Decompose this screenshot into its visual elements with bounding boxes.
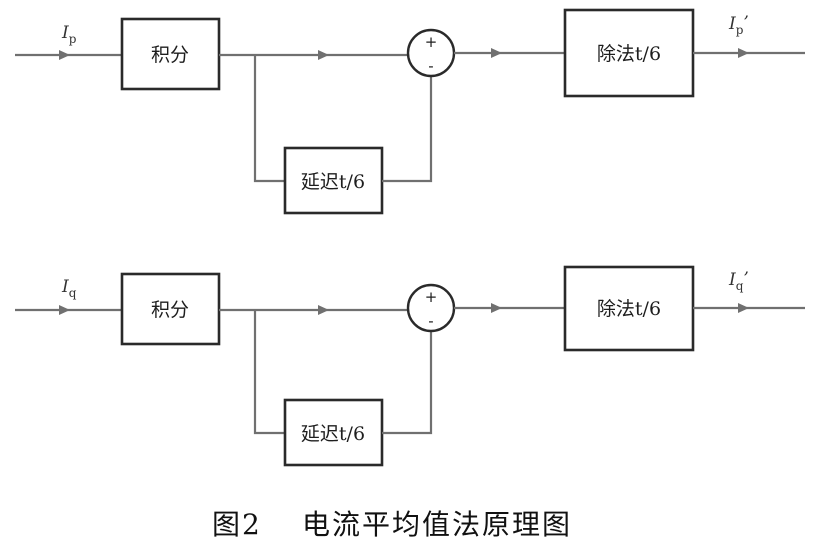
- bottom-row: Iq 积分 延迟t/6 + - 除法t/6 Iq’: [15, 265, 805, 467]
- top-mid-arrow: [318, 50, 329, 60]
- bottom-sum-output-arrow: [491, 303, 502, 313]
- bottom-delay-block: [283, 398, 384, 467]
- bottom-delay-branch-line: [253, 310, 285, 435]
- top-sum-output-arrow: [491, 48, 502, 58]
- bottom-plus-sign: +: [425, 288, 438, 306]
- top-output-arrow: [738, 48, 749, 58]
- top-delay-branch-line: [253, 55, 285, 183]
- top-output-signal: Ip’: [728, 13, 749, 37]
- bottom-divider-block: [563, 265, 695, 352]
- bottom-output-arrow: [738, 303, 749, 313]
- top-feedback-line: [382, 77, 433, 183]
- bottom-output-signal: Iq’: [728, 269, 749, 293]
- bottom-divider-label: 除法t/6: [597, 298, 661, 320]
- top-plus-sign: +: [425, 33, 438, 51]
- top-integrator-label: 积分: [151, 44, 189, 66]
- top-minus-sign: -: [428, 57, 433, 75]
- bottom-delay-label: 延迟t/6: [301, 423, 365, 445]
- bottom-feedback-line: [382, 331, 433, 435]
- caption-title: 电流平均值法原理图: [302, 508, 572, 541]
- top-input-signal: Ip: [61, 23, 77, 46]
- caption-figure-number: 图2: [212, 508, 262, 541]
- bottom-integrator-label: 积分: [151, 299, 189, 321]
- figure-caption: 图2 电流平均值法原理图: [212, 508, 572, 541]
- top-row: Ip 积分 延迟t/6 + - 除法t/6 Ip’: [15, 8, 805, 215]
- bottom-mid-arrow: [318, 305, 329, 315]
- bottom-minus-sign: -: [428, 312, 433, 330]
- bottom-input-arrow: [59, 305, 70, 315]
- bottom-input-signal: Iq: [61, 277, 77, 300]
- top-input-arrow: [59, 50, 70, 60]
- top-delay-label: 延迟t/6: [301, 171, 365, 193]
- top-divider-label: 除法t/6: [597, 43, 661, 65]
